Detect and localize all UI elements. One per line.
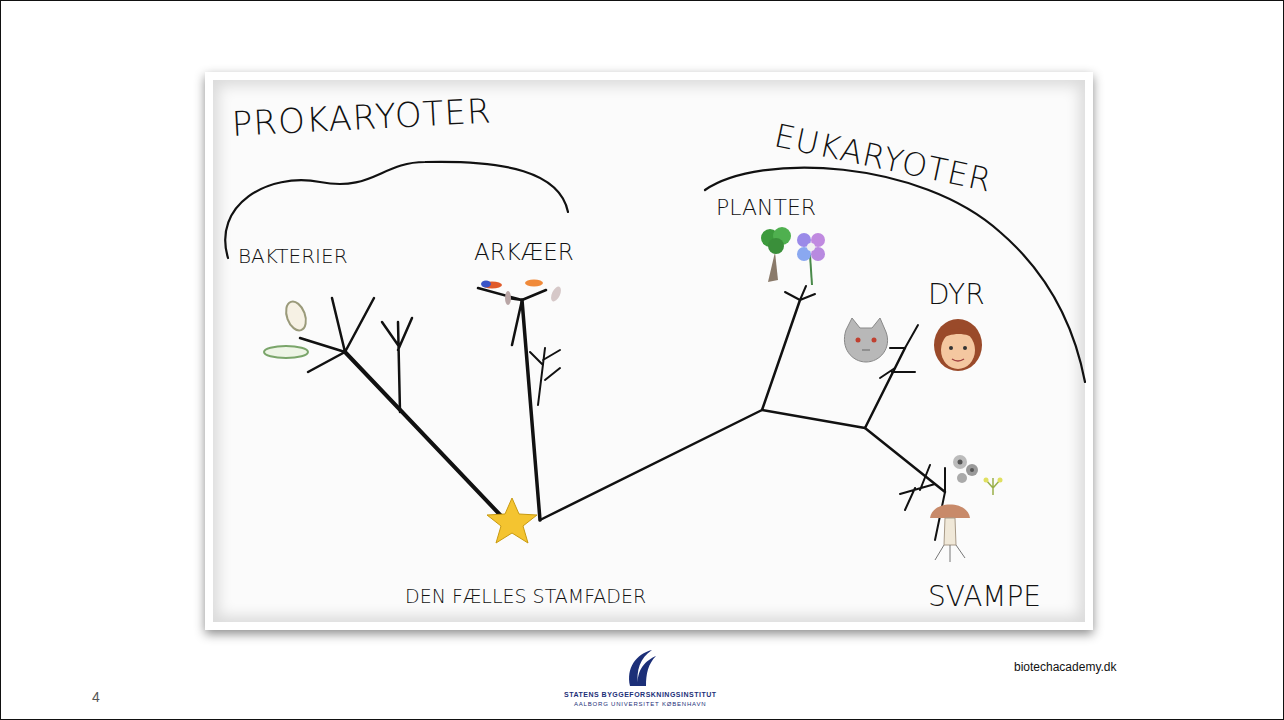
archaea-branches xyxy=(478,288,546,345)
archaeon xyxy=(525,280,543,287)
bacteria-branches xyxy=(382,318,412,412)
person-icon xyxy=(934,319,982,371)
archaeon xyxy=(505,291,511,305)
bacterium xyxy=(264,346,308,358)
branch-label: BAKTERIER xyxy=(238,245,348,267)
plant-icons xyxy=(761,227,825,285)
institute-name: STATENS BYGGEFORSKNINGSINSTITUT xyxy=(564,691,717,699)
branch-label: PLANTER xyxy=(716,196,816,220)
animal-branch xyxy=(762,348,905,428)
archaeon xyxy=(481,281,491,288)
fungi-branch xyxy=(865,428,945,492)
bacterium xyxy=(282,299,309,333)
cat-icon xyxy=(844,318,887,362)
archaeon xyxy=(549,285,563,303)
bacteria-trunk xyxy=(345,352,505,520)
fungi-twigs xyxy=(900,465,945,540)
source-credit: biotechacademy.dk xyxy=(1014,661,1117,674)
branch-label: DYR xyxy=(928,280,985,311)
archaeon xyxy=(482,282,502,289)
plant-branches xyxy=(785,286,815,300)
fungi-icons xyxy=(930,455,1003,562)
university-logo xyxy=(629,650,656,686)
bacteria-branches xyxy=(300,298,374,372)
archaea-trunk xyxy=(522,300,540,520)
university-name: AALBORG UNIVERSITET KØBENHAVN xyxy=(574,701,706,708)
branch-label: ARKÆER xyxy=(474,240,574,265)
root-label: DEN FÆLLES STAMFADER xyxy=(405,586,646,607)
common-ancestor-star xyxy=(487,498,537,543)
branch-label: SVAMPE xyxy=(928,582,1041,613)
archaea-branches xyxy=(530,348,560,405)
slide-number: 4 xyxy=(92,690,100,705)
eukaryote-arc xyxy=(705,168,1085,382)
